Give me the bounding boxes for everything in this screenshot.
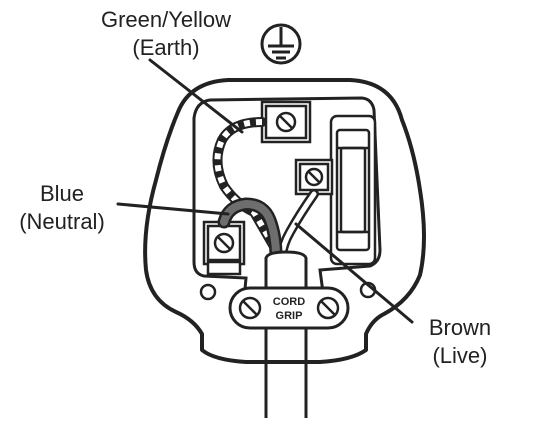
live-wire-label: Brown (Live) [412,314,508,370]
cord-grip: CORD GRIP [228,286,350,330]
screw-hole-left [199,283,217,301]
live-leader-line [294,222,414,324]
earth-symbol-icon [260,23,302,65]
neutral-terminal [202,220,246,276]
leader-lines [116,58,414,324]
neutral-wire-label-line2: (Neutral) [19,209,105,234]
live-wire-label-line2: (Live) [432,343,488,368]
earth-terminal [260,100,312,144]
neutral-wire-fill [220,199,280,260]
live-wire-label-line1: Brown [428,315,492,340]
cord-grip-label-line1: CORD [273,296,305,308]
neutral-leader-line [116,202,230,216]
earth-wire-label-line2: (Earth) [132,35,200,60]
fuse [329,114,377,266]
earth-wire-label-line1: Green/Yellow [100,7,232,32]
neutral-wire-label-line1: Blue [39,181,85,206]
earth-wire-label: Green/Yellow (Earth) [84,6,248,62]
cord-grip-label-line2: GRIP [276,310,303,322]
flex-cable [264,328,308,418]
earth-leader-line [148,58,244,134]
neutral-wire-label: Blue (Neutral) [4,180,120,236]
live-terminal [294,158,334,196]
